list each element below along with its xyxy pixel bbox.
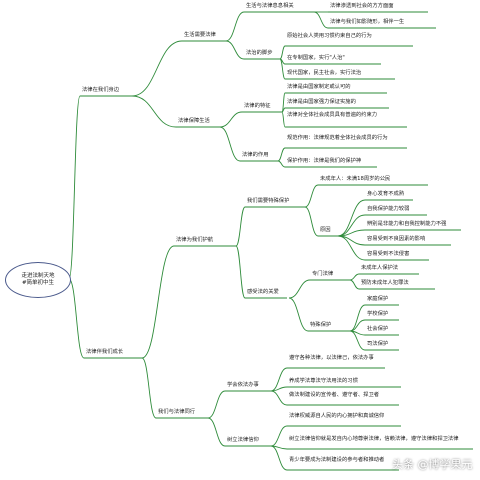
leaf-youth-participants: 青少年要成为法制建设的参与者和推动者 <box>289 457 385 463</box>
special-laws-node: 专门法律 <box>312 271 334 277</box>
subtopic-rule-of-law-steps: 法治的脚步 <box>246 50 273 56</box>
connector <box>304 184 319 208</box>
leaf-illegal-harm: 容易受到不法侵害 <box>367 251 410 257</box>
connector <box>281 111 286 128</box>
leaf-immature: 身心发育不成熟 <box>367 191 405 197</box>
connector <box>270 425 288 447</box>
subtopic-feel-law-care: 感受法的关爱 <box>247 289 279 295</box>
connector <box>313 11 329 29</box>
leaf-law-habits: 养成学法尊法守法用法的习惯 <box>289 378 358 384</box>
subtopic-law-belief: 树立法律信仰 <box>227 437 259 443</box>
topic-life-needs-law: 生活需要法律 <box>184 32 216 38</box>
connector <box>131 40 183 97</box>
connector <box>141 245 175 359</box>
leaf-minor-protection-law: 未成年人保护法 <box>361 265 399 271</box>
leaf-law-belief-meaning: 树立法律信仰就是发自内心地尊崇法律，信赖法律，遵守法律和捍卫法律 <box>289 436 459 442</box>
connector <box>349 304 366 332</box>
connector <box>141 357 157 419</box>
subtopic-law-features: 法律的特征 <box>244 103 271 109</box>
central-topic-tag: #简单初中生 <box>21 280 55 286</box>
leaf-law-authority: 法律权威源自人民的内心拥护和真诚信仰 <box>289 413 385 419</box>
connector <box>270 390 288 406</box>
connector <box>219 126 241 162</box>
leaf-normative-function: 规范作用：法律规范着全体社会成员的行为 <box>287 135 388 141</box>
leaf-advocate-defender: 做法制建设的宣传者、遵守者、捍卫者 <box>289 392 380 398</box>
connector <box>225 40 245 60</box>
connector <box>277 160 286 168</box>
subtopic-law-functions: 法律的作用 <box>242 152 269 158</box>
connector <box>270 367 288 392</box>
leaf-primitive-custom: 原始社会人类用习惯约束自己的行为 <box>287 33 372 39</box>
connector <box>277 147 286 162</box>
subtopic-act-by-law: 学会依法办事 <box>227 382 259 388</box>
connector <box>279 58 286 80</box>
subtopic-life-and-law: 生活与法律息息相关 <box>246 3 294 9</box>
connector <box>219 111 243 128</box>
leaf-judicial-protection: 司法保护 <box>367 341 389 347</box>
connector <box>279 45 286 60</box>
leaf-rule-of-law: 现代国家，民主社会，实行法治 <box>287 70 362 76</box>
connector <box>270 445 288 471</box>
connector <box>349 273 360 281</box>
leaf-universal-binding: 法律对全体社会成员具有普遍的约束力 <box>287 112 378 118</box>
connector <box>349 279 360 290</box>
topic-walk-with-law: 我们与法律同行 <box>158 409 196 415</box>
central-topic-title: 走进法制天地 <box>21 273 55 279</box>
branch-law-growth: 法律伴我们成长 <box>86 349 124 355</box>
leaf-protective-function: 保护作用：法律是我们的保护神 <box>287 158 362 164</box>
topic-law-protects-life: 法律保障生活 <box>178 118 210 124</box>
leaf-obey-laws: 遵守各种法律，以法律己，依法办事 <box>289 355 374 361</box>
watermark: 头条 @博学果元 <box>392 458 473 471</box>
leaf-law-everywhere: 法律渗透到社会的方方面面 <box>330 3 394 9</box>
branch-law-around-us: 法律在我们身边 <box>82 87 120 93</box>
connector <box>288 297 309 332</box>
connector <box>337 214 366 237</box>
connector <box>131 95 177 128</box>
connector <box>304 206 319 237</box>
leaf-state-enforced: 法律是由国家强力保证实施的 <box>287 99 356 105</box>
leaf-social-protection: 社会保护 <box>367 326 389 332</box>
topic-law-escorts-us: 法律为我们护航 <box>176 237 214 243</box>
leaf-school-protection: 学校保护 <box>367 311 389 317</box>
leaf-rule-of-man: 在专制国家，实行"人治" <box>287 55 345 61</box>
subtopic-special-protection-need: 我们需要特殊保护 <box>247 198 290 204</box>
central-topic: 走进法制天地 #简单初中生 <box>5 262 71 298</box>
connector <box>68 95 81 280</box>
leaf-crime-prevention-law: 预防未成年人犯罪法 <box>361 280 409 286</box>
leaf-weak-judgement: 辨别是非能力和自我控制能力不强 <box>367 221 447 227</box>
leaf-state-made: 法律是由国家制定或认可的 <box>287 84 351 90</box>
reasons-node: 原因 <box>320 227 331 233</box>
leaf-law-lifelong: 法律与我们如影随形，相伴一生 <box>330 19 405 25</box>
connector <box>235 245 246 299</box>
connector <box>337 235 366 261</box>
minor-definition: 未成年人：未满18周岁的公民 <box>320 176 391 182</box>
leaf-bad-influence: 容易受到不良因素的影响 <box>367 236 426 242</box>
connector <box>337 235 366 246</box>
connector <box>225 11 245 42</box>
connector <box>337 199 366 237</box>
connector <box>349 330 366 351</box>
connector <box>288 279 311 299</box>
leaf-family-protection: 家庭保护 <box>367 296 389 302</box>
connector <box>207 390 226 419</box>
connector <box>270 386 288 392</box>
connector <box>68 278 85 359</box>
connector <box>235 206 246 247</box>
connector <box>207 417 226 447</box>
leaf-weak-self-protection: 自我保护能力较弱 <box>367 206 410 212</box>
special-protection-node: 特殊保护 <box>310 322 332 328</box>
